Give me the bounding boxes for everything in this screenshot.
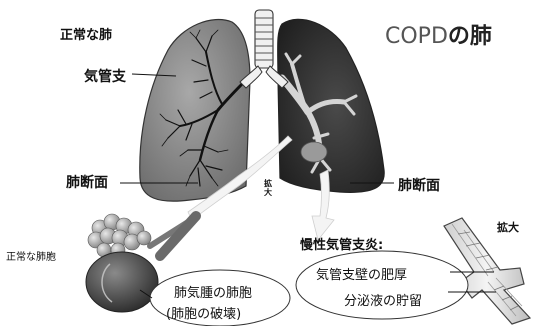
normal-alveoli-label: 正常な肺胞 xyxy=(6,248,56,263)
wall-thickening-label: 気管支壁の肥厚 xyxy=(316,264,407,283)
lung-section-left-label: 肺断面 xyxy=(66,172,108,192)
dilation-right-label: 拡大 xyxy=(497,219,519,235)
copd-bulla xyxy=(301,142,327,162)
normal-lung-shape xyxy=(140,20,250,202)
emphysema-alveoli-label: 肺気腫の肺胞 xyxy=(174,282,252,301)
chronic-bronchitis-label: 慢性気管支炎: xyxy=(300,234,383,253)
alveoli-destruction-label: (肺胞の破壊) xyxy=(166,303,241,322)
lung-section-right-label: 肺断面 xyxy=(398,175,440,195)
emphysema-sac xyxy=(86,252,158,312)
copd-lung xyxy=(278,19,385,192)
normal-lung-label: 正常な肺 xyxy=(60,24,112,43)
page-title: COPDの肺 xyxy=(385,18,492,50)
bronchus-label: 気管支 xyxy=(84,66,126,86)
dilation-center-label: 拡大 xyxy=(263,179,273,197)
title-prefix: COPD xyxy=(385,24,448,49)
title-suffix: の肺 xyxy=(448,24,492,49)
secretion-retention-label: 分泌液の貯留 xyxy=(344,290,422,309)
copd-lung-shape xyxy=(278,19,385,192)
normal-lung xyxy=(140,20,250,202)
